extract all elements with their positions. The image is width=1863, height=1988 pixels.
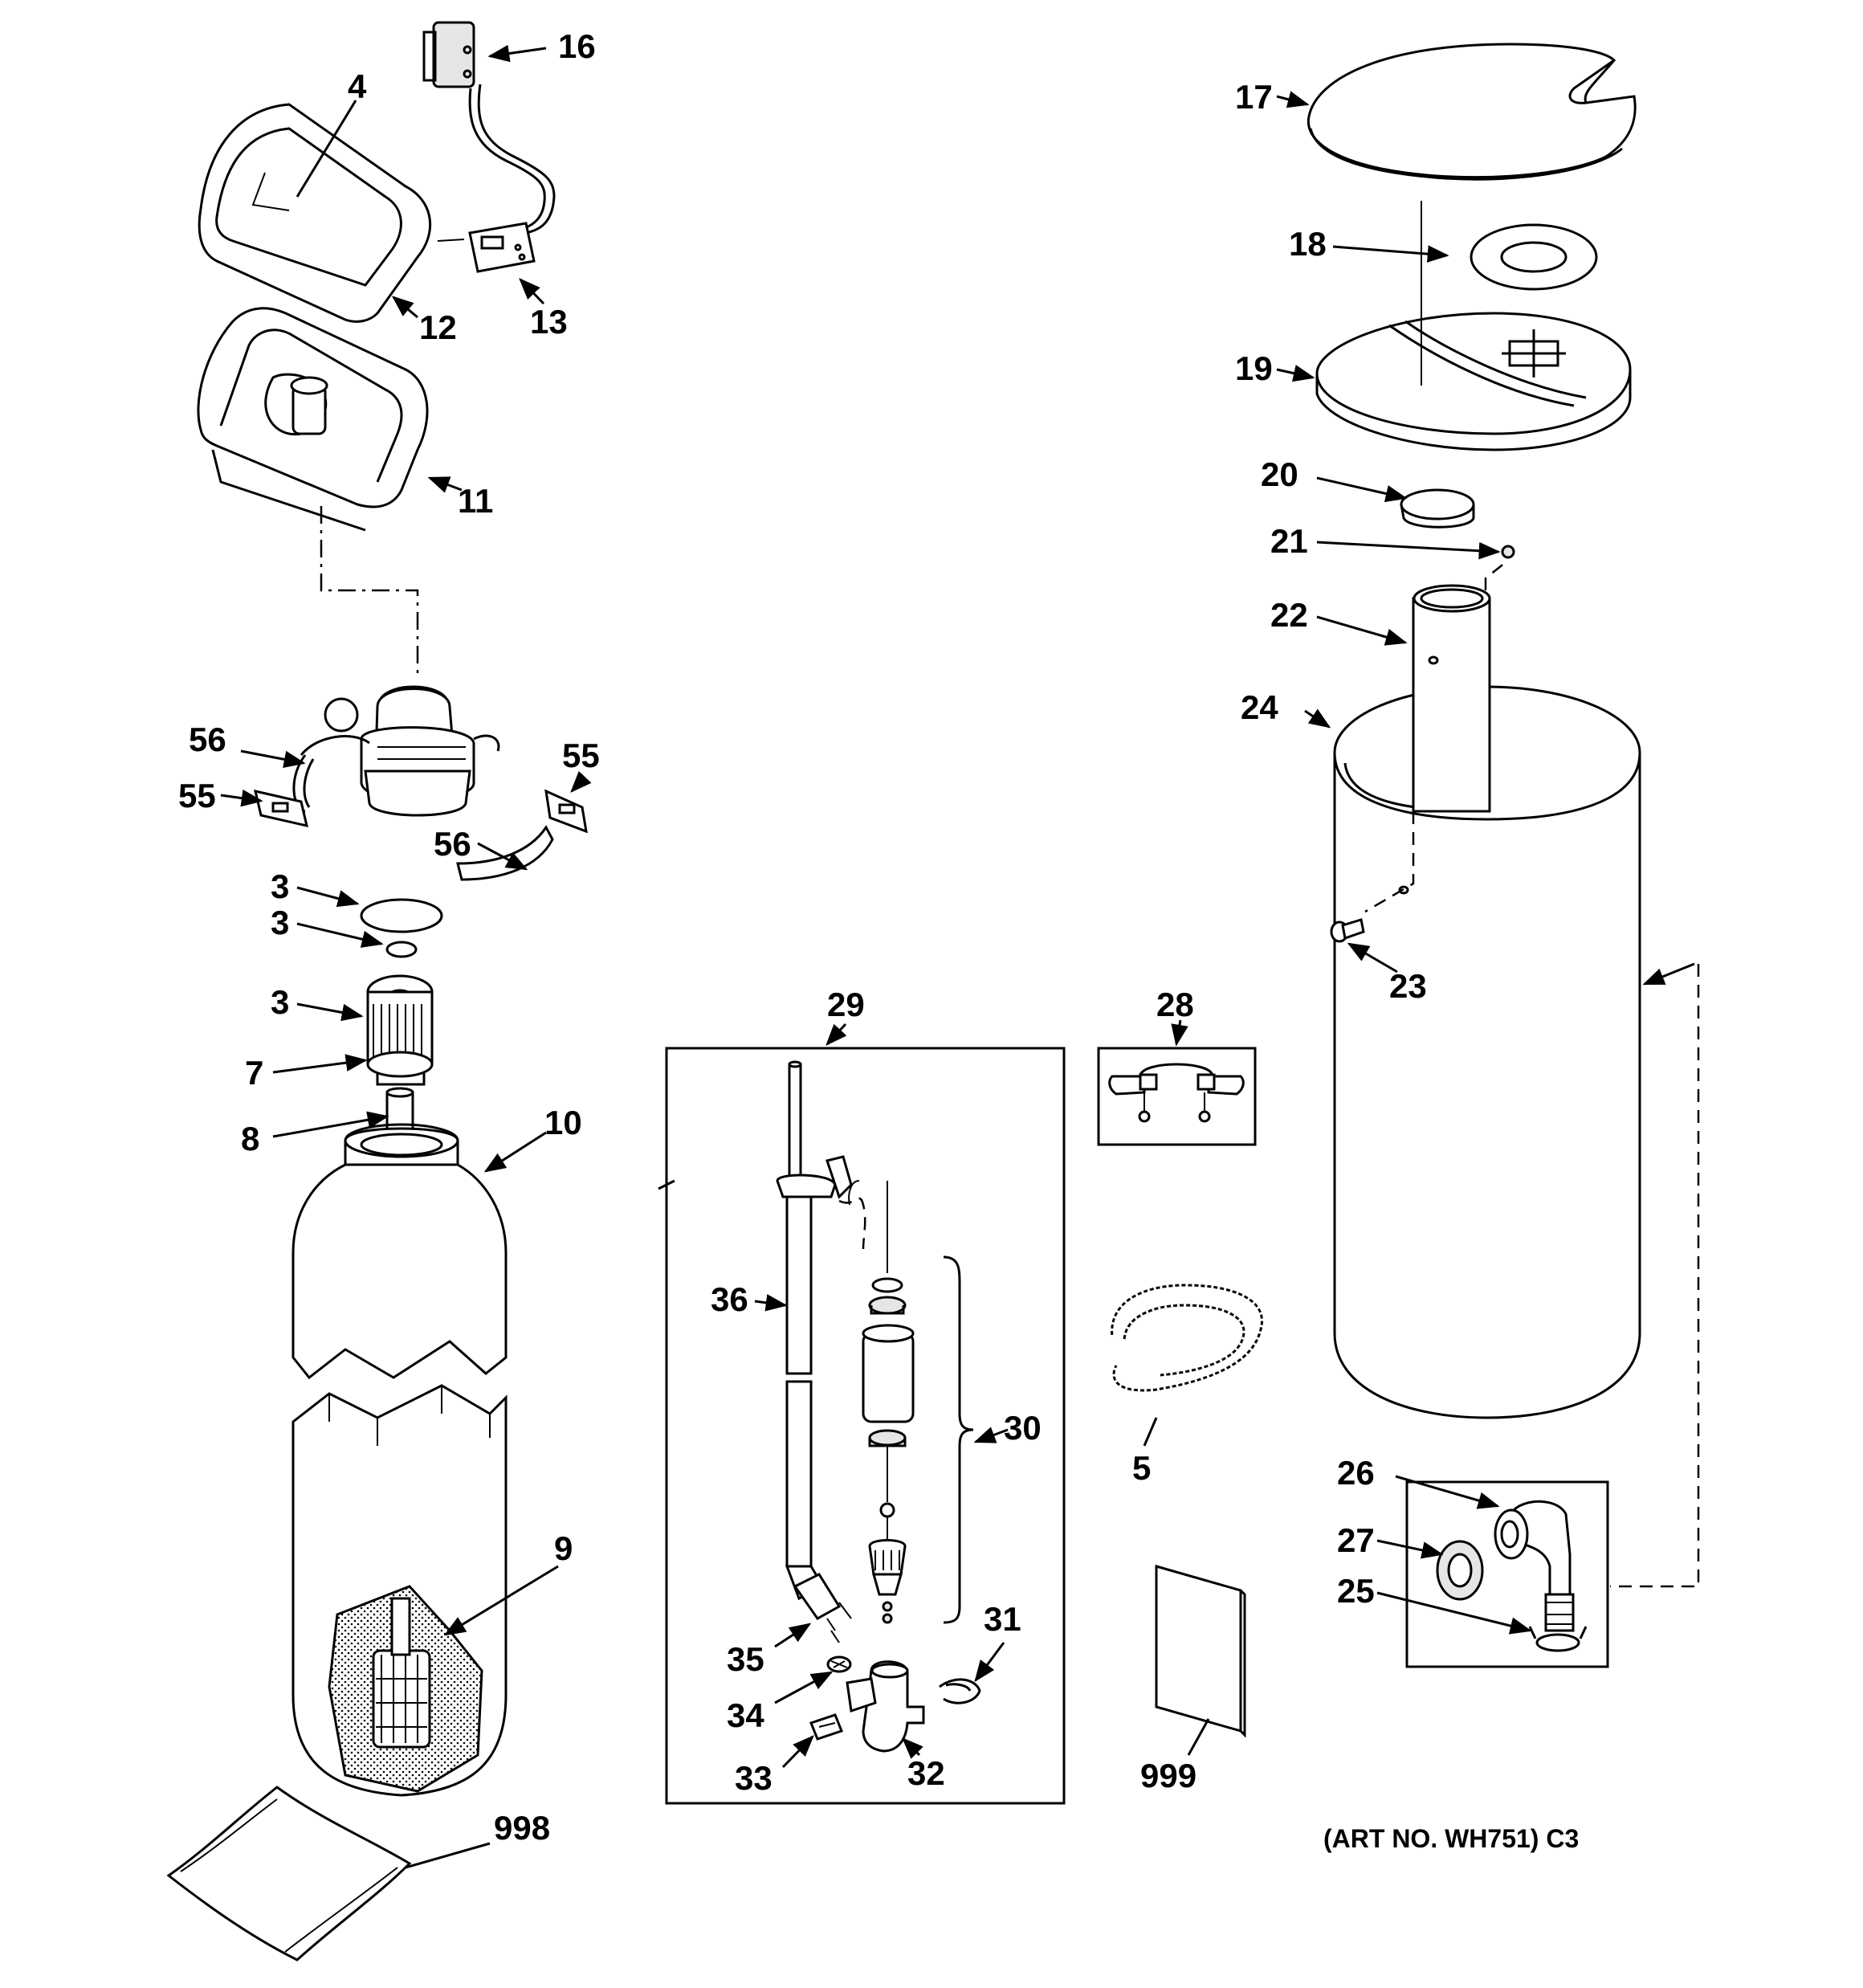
callout-30: 30 — [1004, 1409, 1042, 1447]
callout-12: 12 — [419, 308, 457, 346]
salt-lid — [1307, 43, 1637, 181]
retaining-clip-lower — [456, 825, 554, 881]
overflow-elbow-kit — [1405, 1480, 1609, 1668]
callout-3-a: 3 — [271, 867, 289, 905]
distributor-cap — [366, 974, 434, 1086]
tank-cover — [1315, 201, 1632, 451]
callout-55-right: 55 — [562, 737, 600, 774]
resin-bag — [166, 1786, 412, 1961]
callout-3-b: 3 — [271, 904, 289, 941]
bypass-clip-left — [253, 790, 309, 827]
callout-28: 28 — [1156, 986, 1194, 1023]
salt-tank — [1333, 685, 1641, 1419]
drain-hose — [1110, 1283, 1264, 1392]
small-nut — [1501, 545, 1515, 559]
electronic-timer — [437, 222, 536, 273]
callout-19: 19 — [1235, 349, 1273, 387]
o-ring-large — [360, 898, 443, 933]
callout-34: 34 — [727, 1696, 764, 1734]
art-number: (ART NO. WH751) C3 — [1323, 1824, 1579, 1853]
bypass-clip-right — [544, 789, 588, 834]
brine-valve-box — [665, 1047, 1066, 1805]
callout-998: 998 — [494, 1809, 550, 1847]
brine-well — [1412, 561, 1506, 813]
o-ring-small — [385, 941, 418, 958]
callout-33: 33 — [735, 1759, 773, 1797]
callout-56-top: 56 — [189, 720, 226, 758]
callout-23: 23 — [1389, 967, 1427, 1005]
control-housing — [197, 307, 429, 532]
owners-manual — [1155, 1565, 1246, 1738]
callout-labels: 16 4 12 13 11 56 55 55 56 3 3 3 7 8 10 9… — [178, 27, 1579, 1853]
mounting-clip-kit — [1097, 1047, 1257, 1146]
callout-17: 17 — [1235, 78, 1273, 116]
callout-16: 16 — [558, 27, 596, 65]
tank-cutaway — [328, 1585, 483, 1793]
callout-5: 5 — [1132, 1449, 1151, 1487]
callout-7: 7 — [245, 1054, 263, 1092]
callout-8: 8 — [241, 1120, 259, 1157]
overflow-screw — [1330, 811, 1415, 943]
callout-55-left: 55 — [178, 777, 216, 814]
leader-lines — [220, 44, 1532, 1869]
callout-18: 18 — [1289, 225, 1327, 263]
callout-22: 22 — [1270, 596, 1308, 634]
callout-4: 4 — [348, 67, 367, 105]
callout-20: 20 — [1261, 455, 1298, 493]
control-cover — [198, 103, 431, 323]
callout-9: 9 — [554, 1529, 573, 1567]
callout-26: 26 — [1337, 1454, 1375, 1492]
callout-21: 21 — [1270, 522, 1308, 560]
callout-999: 999 — [1140, 1757, 1196, 1794]
callout-11: 11 — [458, 482, 493, 520]
callout-27: 27 — [1337, 1521, 1375, 1559]
callout-35: 35 — [727, 1640, 764, 1678]
brine-well-cap — [1400, 488, 1475, 529]
callout-32: 32 — [907, 1754, 945, 1792]
callout-36: 36 — [711, 1280, 748, 1318]
valve-body — [300, 685, 500, 817]
callout-31: 31 — [984, 1600, 1021, 1638]
callout-24: 24 — [1241, 688, 1278, 726]
callout-13: 13 — [530, 303, 568, 341]
callout-29: 29 — [827, 986, 865, 1023]
callout-10: 10 — [544, 1104, 582, 1141]
callout-3-c: 3 — [271, 983, 289, 1021]
salt-lid-plate — [1470, 223, 1598, 291]
resin-tank — [291, 1123, 508, 1797]
transformer-plug — [422, 21, 556, 236]
callout-56-bottom: 56 — [434, 825, 471, 863]
callout-25: 25 — [1337, 1572, 1375, 1610]
